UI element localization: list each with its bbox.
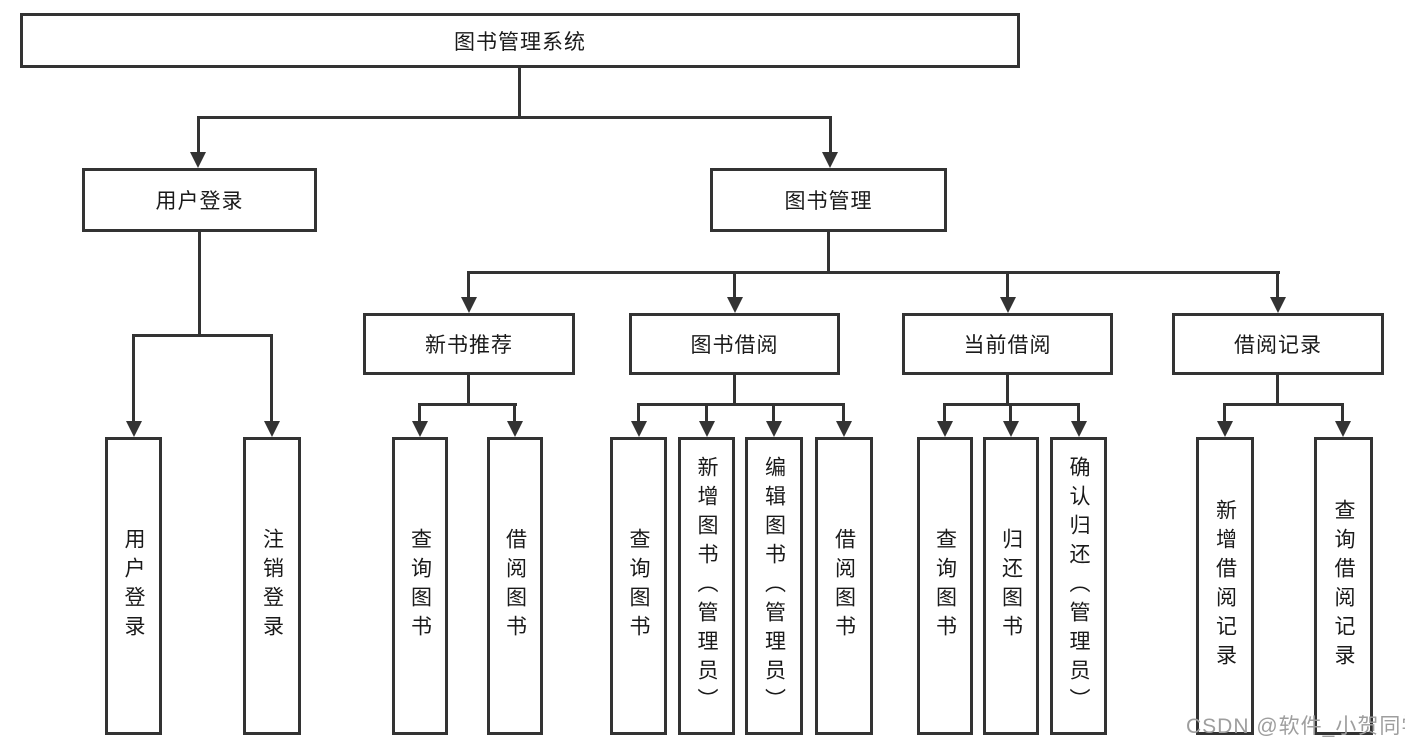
node-new-book-recommend: 新书推荐 (363, 313, 575, 375)
arrowhead-down-icon (631, 421, 647, 437)
connector-vline (1006, 375, 1009, 405)
connector-vline (827, 232, 830, 273)
arrowhead-down-icon (1071, 421, 1087, 437)
arrowhead-down-icon (937, 421, 953, 437)
node-user-login: 用户登录 (82, 168, 317, 232)
connector-hline (132, 334, 273, 337)
node-book-borrow: 图书借阅 (629, 313, 840, 375)
connector-vline (197, 116, 200, 152)
arrowhead-down-icon (412, 421, 428, 437)
leaf-add-book-admin: 新增图书（管理员） (678, 437, 735, 735)
arrowhead-down-icon (1003, 421, 1019, 437)
arrowhead-down-icon (1270, 297, 1286, 313)
arrowhead-down-icon (461, 297, 477, 313)
connector-vline (270, 334, 273, 421)
arrowhead-down-icon (699, 421, 715, 437)
leaf-borrow-books: 借阅图书 (815, 437, 873, 735)
leaf-borrow-books-recommend: 借阅图书 (487, 437, 543, 735)
arrowhead-down-icon (1000, 297, 1016, 313)
connector-vline (1276, 375, 1279, 405)
connector-vline (637, 403, 640, 421)
leaf-query-books-borrow: 查询图书 (610, 437, 667, 735)
node-borrow-records: 借阅记录 (1172, 313, 1384, 375)
leaf-logout: 注销登录 (243, 437, 301, 735)
leaf-query-books-recommend: 查询图书 (392, 437, 448, 735)
node-book-management: 图书管理 (710, 168, 947, 232)
leaf-query-books-current: 查询图书 (917, 437, 973, 735)
connector-hline (467, 271, 1280, 274)
leaf-edit-book-admin: 编辑图书（管理员） (745, 437, 803, 735)
arrowhead-down-icon (727, 297, 743, 313)
node-current-borrow: 当前借阅 (902, 313, 1113, 375)
connector-hline (418, 403, 517, 406)
arrowhead-down-icon (126, 421, 142, 437)
connector-vline (513, 403, 516, 421)
connector-vline (733, 271, 736, 297)
connector-vline (1009, 403, 1012, 421)
arrowhead-down-icon (1217, 421, 1233, 437)
connector-vline (467, 375, 470, 405)
node-library-system: 图书管理系统 (20, 13, 1020, 68)
connector-vline (132, 334, 135, 421)
connector-vline (518, 68, 521, 118)
arrowhead-down-icon (836, 421, 852, 437)
leaf-query-borrow-record: 查询借阅记录 (1314, 437, 1373, 735)
connector-vline (1276, 271, 1279, 297)
connector-vline (418, 403, 421, 421)
connector-vline (943, 403, 946, 421)
connector-hline (637, 403, 845, 406)
connector-hline (1223, 403, 1344, 406)
connector-vline (467, 271, 470, 297)
connector-vline (1077, 403, 1080, 421)
connector-vline (1223, 403, 1226, 421)
leaf-return-book: 归还图书 (983, 437, 1039, 735)
leaf-add-borrow-record: 新增借阅记录 (1196, 437, 1254, 735)
connector-vline (198, 232, 201, 336)
connector-vline (842, 403, 845, 421)
connector-hline (197, 116, 832, 119)
connector-vline (733, 375, 736, 405)
arrowhead-down-icon (190, 152, 206, 168)
csdn-watermark: CSDN @软件_小贺同学 (1186, 715, 1405, 738)
leaf-user-login: 用户登录 (105, 437, 162, 735)
arrowhead-down-icon (264, 421, 280, 437)
arrowhead-down-icon (822, 152, 838, 168)
connector-vline (829, 116, 832, 152)
connector-vline (1006, 271, 1009, 297)
connector-vline (1341, 403, 1344, 421)
connector-vline (772, 403, 775, 421)
arrowhead-down-icon (766, 421, 782, 437)
arrowhead-down-icon (1335, 421, 1351, 437)
leaf-confirm-return-admin: 确认归还（管理员） (1050, 437, 1107, 735)
arrowhead-down-icon (507, 421, 523, 437)
connector-vline (705, 403, 708, 421)
